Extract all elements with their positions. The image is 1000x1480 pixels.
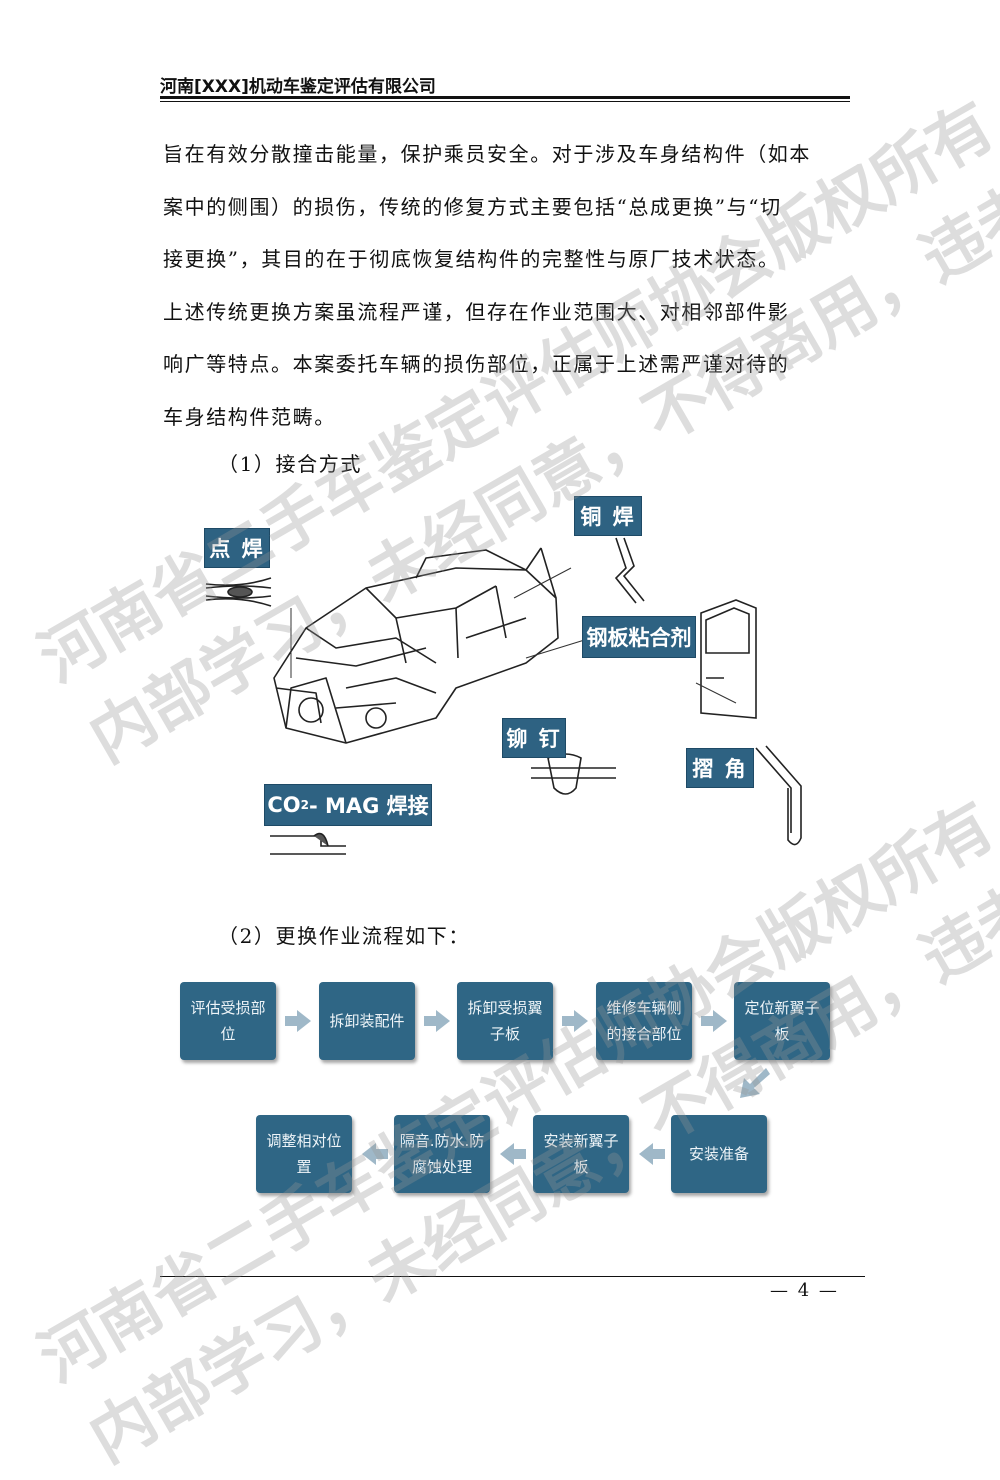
paragraph-line: 上述传统更换方案虽流程严谨，但存在作业范围大、对相邻部件影 — [163, 299, 790, 324]
co2-suffix: - MAG 焊接 — [308, 794, 429, 818]
flow-step: 拆卸受损翼子板 — [457, 982, 553, 1060]
adhesive-label: 钢板粘合剂 — [582, 616, 696, 658]
paragraph-line: 响广等特点。本案委托车辆的损伤部位，正属于上述需严谨对待的 — [163, 352, 790, 376]
flow-step: 安装准备 — [671, 1115, 767, 1193]
flow-step: 定位新翼子板 — [734, 982, 830, 1060]
arrow-right-icon — [701, 1010, 727, 1032]
flow-step: 调整相对位置 — [256, 1115, 352, 1193]
header-rule-thin — [160, 101, 850, 102]
arrow-right-icon — [424, 1010, 450, 1032]
car-body-illustration — [205, 537, 802, 855]
paragraph-line: 车身结构件范畴。 — [163, 404, 336, 429]
arrow-right-icon — [285, 1010, 311, 1032]
flow-step: 评估受损部位 — [180, 982, 276, 1060]
arrow-left-icon — [639, 1143, 665, 1165]
page-number: — 4 — — [770, 1280, 839, 1301]
mag-weld-icon — [270, 832, 346, 855]
section-joining-methods-title: （1）接合方式 — [218, 452, 362, 476]
spot-weld-label: 点 焊 — [204, 528, 270, 568]
arrow-left-icon — [362, 1143, 388, 1165]
arrow-down-left-icon — [740, 1068, 770, 1098]
rivet-icon — [531, 753, 616, 795]
paragraph-line: 旨在有效分散撞击能量，保护乘员安全。对于涉及车身结构件（如本 — [163, 142, 811, 166]
rivet-label: 铆 钉 — [502, 718, 566, 758]
body-paragraph: 旨在有效分散撞击能量，保护乘员安全。对于涉及车身结构件（如本 案中的侧围）的损伤… — [163, 128, 853, 443]
brazing-label: 铜 焊 — [574, 496, 642, 536]
section-replacement-flow-title: （2）更换作业流程如下： — [218, 924, 470, 948]
spot-weld-icon — [205, 577, 272, 607]
co2-prefix: CO — [267, 793, 301, 817]
flow-step: 安装新翼子板 — [533, 1115, 629, 1193]
company-name: 河南[XXX]机动车鉴定评估有限公司 — [160, 77, 436, 97]
flow-step: 拆卸装配件 — [319, 982, 415, 1060]
brazing-icon — [614, 537, 645, 604]
hemming-icon — [755, 745, 802, 846]
paragraph-line: 案中的侧围）的损伤，传统的修复方式主要包括“总成更换”与“切 — [163, 194, 782, 219]
flow-step: 隔音.防水.防腐蚀处理 — [394, 1115, 490, 1193]
flow-step: 维修车辆侧的接合部位 — [596, 982, 692, 1060]
co2-subscript: 2 — [300, 798, 309, 812]
page-header: 河南[XXX]机动车鉴定评估有限公司 — [160, 72, 850, 102]
hemming-label: 摺 角 — [686, 748, 754, 788]
arrow-right-icon — [562, 1010, 588, 1032]
header-rule — [160, 96, 850, 99]
paragraph-line: 接更换”，其目的在于彻底恢复结构件的完整性与原厂技术状态。 — [163, 247, 780, 271]
footer-rule — [160, 1276, 865, 1277]
arrow-left-icon — [500, 1143, 526, 1165]
